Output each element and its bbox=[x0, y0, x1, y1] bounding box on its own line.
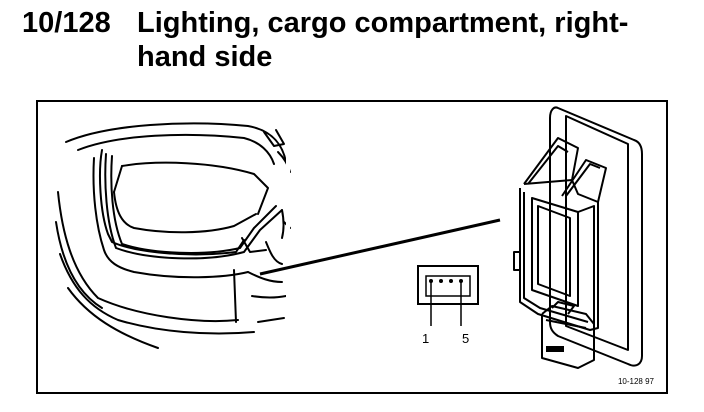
page-heading: 10/128 Lighting, cargo compartment, righ… bbox=[22, 6, 692, 76]
cargo-lamp-drawing bbox=[513, 106, 643, 369]
connector-drawing bbox=[417, 265, 479, 326]
section-title-line-1: Lighting, cargo compartment, right- bbox=[137, 7, 629, 39]
pointer-line bbox=[259, 218, 501, 276]
section-title: Lighting, cargo compartment, right- hand… bbox=[137, 6, 628, 74]
figure-reference: 10-128 97 bbox=[617, 377, 654, 386]
car-trunk-drawing bbox=[55, 122, 291, 349]
section-number: 10/128 bbox=[22, 7, 111, 39]
section-title-line-2: hand side bbox=[137, 41, 273, 73]
pin-label-5: 5 bbox=[462, 331, 470, 346]
illustration-frame: 1 5 10-128 97 bbox=[36, 100, 668, 394]
pin-label-1: 1 bbox=[422, 331, 430, 346]
cargo-lighting-illustration bbox=[55, 102, 643, 392]
